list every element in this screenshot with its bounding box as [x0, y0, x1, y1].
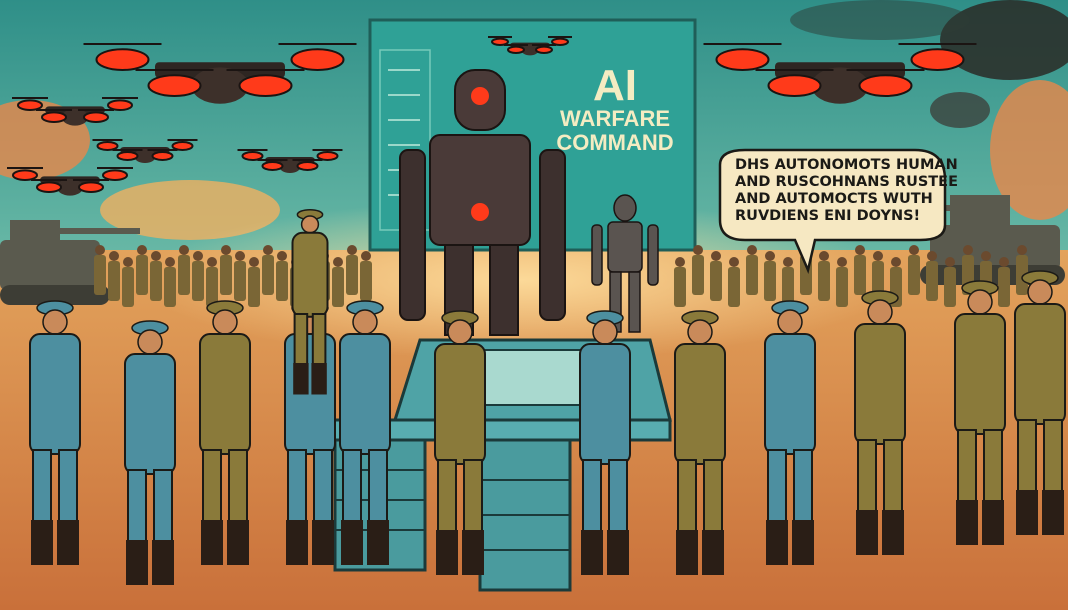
background-soldier — [836, 257, 848, 307]
speech-line-4: RUVDIENS ENI DOYNS! — [735, 208, 920, 224]
foreground-soldiers — [29, 208, 1066, 585]
background-soldier — [108, 251, 120, 301]
drone — [488, 36, 572, 56]
drone — [703, 43, 977, 104]
drones — [7, 36, 977, 196]
soldier — [954, 280, 1006, 545]
speech-bubble: DHS AUTONOMOTS HUMAN AND RUSCOHNANS RUST… — [718, 148, 958, 274]
background-soldier — [854, 245, 866, 295]
drone — [92, 139, 198, 163]
speech-line-1: DHS AUTONOMOTS HUMAN — [735, 157, 958, 173]
background-soldier — [248, 257, 260, 307]
background-soldier — [164, 257, 176, 307]
background-soldier — [234, 251, 246, 301]
background-soldier — [178, 245, 190, 295]
background-soldier — [220, 245, 232, 295]
small-robot — [591, 194, 659, 333]
soldier — [854, 290, 906, 555]
soldier — [764, 300, 816, 565]
background-soldier — [150, 251, 162, 301]
background-soldier — [908, 245, 920, 295]
background-soldier — [692, 245, 704, 295]
soldier — [291, 208, 329, 395]
background-soldier — [998, 257, 1010, 307]
command-screen: AI WARFARE COMMAND — [368, 18, 697, 252]
speech-line-3: AND AUTOMOCTS WUTH — [735, 191, 933, 207]
clouds — [0, 0, 1068, 240]
drone — [7, 167, 133, 196]
background-soldier — [276, 251, 288, 301]
soldier — [199, 300, 251, 565]
background-soldier — [122, 257, 134, 307]
drone — [12, 97, 138, 126]
soldier — [339, 300, 391, 565]
soldier — [674, 310, 726, 575]
background-soldier — [728, 257, 740, 307]
background-soldier — [782, 257, 794, 307]
background-soldier — [94, 245, 106, 295]
speech-line-2: AND RUSCOHNANS RUSTEE — [735, 174, 958, 190]
soldier — [1014, 270, 1066, 535]
background-soldier — [818, 251, 830, 301]
background-soldier — [944, 257, 956, 307]
background-soldier — [764, 251, 776, 301]
screen-title-command: COMMAND — [556, 130, 673, 155]
background-soldier — [746, 245, 758, 295]
background-soldier — [926, 251, 938, 301]
background-soldier — [136, 245, 148, 295]
soldier — [579, 310, 631, 575]
large-robot — [399, 69, 566, 336]
background-soldier — [206, 257, 218, 307]
screen-title-ai: AI — [593, 61, 637, 110]
screen-title-warfare: WARFARE — [560, 106, 670, 131]
tank-left — [0, 220, 140, 305]
background-soldier — [710, 251, 722, 301]
background-soldier — [346, 245, 358, 295]
drone — [83, 43, 357, 104]
background-soldier — [1016, 245, 1028, 295]
soldier — [434, 310, 486, 575]
drone — [237, 149, 343, 173]
background-soldier — [332, 257, 344, 307]
background-soldier — [674, 257, 686, 307]
soldier — [29, 300, 81, 565]
background-soldier — [262, 245, 274, 295]
background-soldier — [360, 251, 372, 301]
soldier — [124, 320, 176, 585]
background-soldier — [192, 251, 204, 301]
